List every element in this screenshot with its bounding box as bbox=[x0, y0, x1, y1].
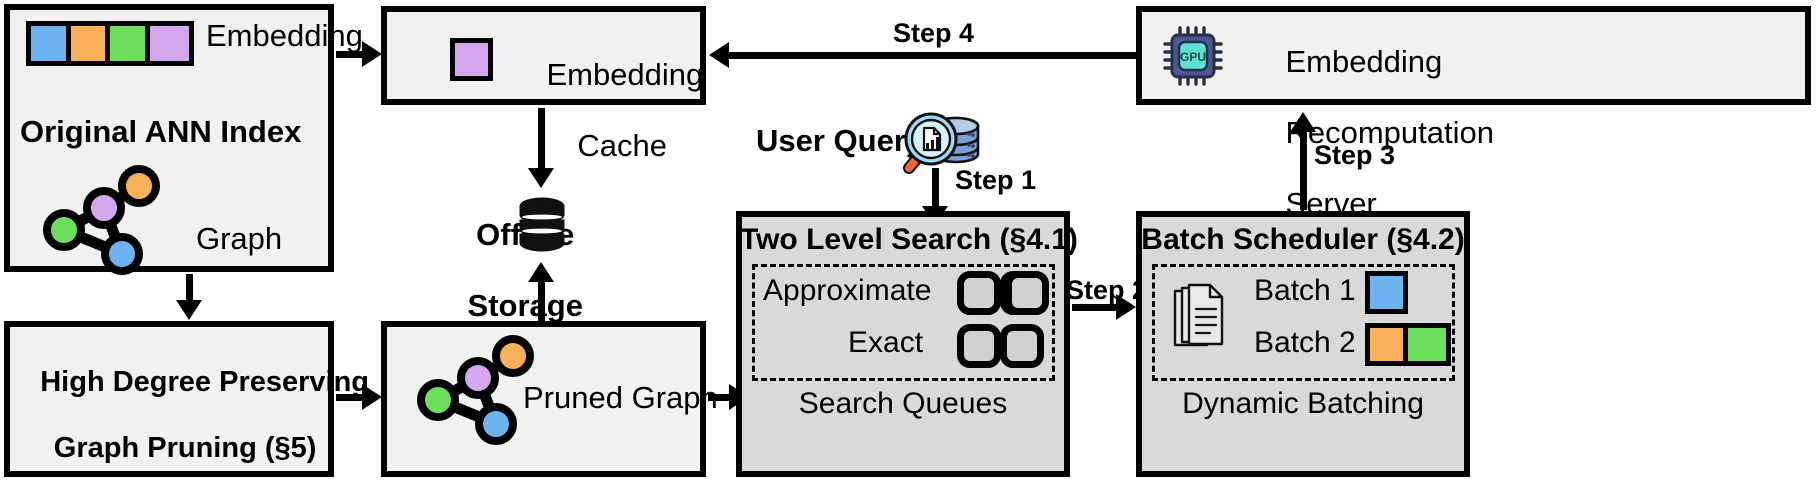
graph-pruning-line2: Graph Pruning (§5) bbox=[53, 432, 317, 465]
embedding-swatch-orange bbox=[70, 26, 111, 61]
offline-storage-line2: Storage bbox=[467, 287, 583, 323]
embedding-cache-box bbox=[381, 6, 706, 105]
graph-pruning-label: High Degree Preserving Graph Pruning (§5… bbox=[8, 333, 369, 481]
search-queues-panel bbox=[752, 264, 1055, 381]
two-level-search-box bbox=[736, 211, 1070, 477]
embedding-label: Embedding bbox=[206, 18, 363, 53]
documents-icon bbox=[1172, 283, 1228, 353]
arrow-index-to-pruning-head bbox=[176, 300, 202, 320]
arrow-pruned-to-storage-line bbox=[538, 282, 545, 322]
search-queues-footer: Search Queues bbox=[798, 387, 1008, 420]
query-database-icon bbox=[903, 104, 987, 176]
embedding-cache-swatch bbox=[450, 38, 493, 81]
batch-2-swatch-orange bbox=[1370, 328, 1409, 361]
arrow-cache-to-storage-head bbox=[528, 168, 554, 188]
gpu-chip-icon: GPU bbox=[1163, 26, 1225, 86]
embedding-cache-line1: Embedding bbox=[546, 57, 704, 93]
arrow-index-to-cache-head bbox=[362, 41, 382, 67]
batch-2-label: Batch 2 bbox=[1254, 326, 1356, 359]
user-query-label: User Query bbox=[756, 123, 924, 158]
step3-label: Step 3 bbox=[1314, 140, 1396, 170]
graph-label: Graph bbox=[196, 221, 283, 256]
dynamic-batching-footer: Dynamic Batching bbox=[1182, 387, 1424, 420]
exact-queue-slot-2 bbox=[1000, 324, 1044, 368]
recomputation-server-line2: Recomputation bbox=[1285, 114, 1494, 150]
arrow-step4-head bbox=[709, 42, 729, 68]
approximate-queue-slot-1 bbox=[957, 271, 1001, 315]
arrow-pruning-to-pruned-head bbox=[362, 384, 382, 410]
step2-label: Step 2 bbox=[1066, 275, 1148, 305]
batch-1-label: Batch 1 bbox=[1254, 274, 1356, 307]
arrow-step2-line bbox=[1072, 304, 1120, 311]
approximate-label: Approximate bbox=[763, 274, 932, 307]
graph-pruning-box bbox=[4, 321, 334, 477]
embedding-swatch-green bbox=[110, 26, 150, 61]
pruned-graph-label: Pruned Graph bbox=[523, 380, 718, 415]
embedding-cache-line2: Cache bbox=[577, 127, 668, 163]
step4-label: Step 4 bbox=[893, 18, 975, 48]
approximate-queue-slot-3 bbox=[1005, 271, 1049, 315]
arrow-step1-line bbox=[932, 168, 939, 208]
dynamic-batching-panel bbox=[1152, 264, 1455, 381]
pruned-graph-icon bbox=[408, 335, 538, 456]
embedding-cache-label: Embedding Cache bbox=[512, 22, 703, 199]
batch-2-swatch-green bbox=[1408, 328, 1446, 361]
arrow-step2-head bbox=[1116, 294, 1136, 320]
recomputation-server-box bbox=[1136, 6, 1811, 105]
arrow-cache-to-storage-line bbox=[538, 108, 545, 170]
svg-text:GPU: GPU bbox=[1180, 50, 1206, 64]
batch-scheduler-title: Batch Scheduler (§4.2) bbox=[1141, 223, 1465, 256]
arrow-step3-head bbox=[1290, 112, 1316, 132]
embedding-swatch-strip bbox=[26, 21, 194, 66]
original-ann-index-title: Original ANN Index bbox=[20, 114, 302, 149]
arrow-pruning-to-pruned-line bbox=[336, 394, 364, 401]
batch-2-swatch-strip bbox=[1365, 323, 1451, 366]
recomputation-server-line1: Embedding bbox=[1285, 44, 1443, 80]
arrow-index-to-cache-line bbox=[336, 51, 364, 58]
recomputation-server-label: Embedding Recomputation Server bbox=[1251, 9, 1494, 256]
exact-queue-slot-1 bbox=[957, 324, 1001, 368]
graph-pruning-line1: High Degree Preserving bbox=[40, 366, 370, 399]
database-icon bbox=[516, 195, 568, 255]
embedding-swatch-blue bbox=[31, 26, 71, 61]
arrow-pruned-to-search-line bbox=[708, 394, 733, 401]
exact-label: Exact bbox=[848, 326, 924, 359]
arrow-step4-line bbox=[729, 52, 1136, 59]
arrow-step3-line bbox=[1300, 132, 1307, 210]
arrow-index-to-pruning-line bbox=[186, 274, 193, 302]
two-level-search-title: Two Level Search (§4.1) bbox=[740, 223, 1078, 256]
batch-1-swatch-blue bbox=[1365, 271, 1408, 314]
step1-label: Step 1 bbox=[955, 165, 1037, 195]
original-graph-icon bbox=[34, 165, 164, 275]
arrow-pruned-to-storage-head bbox=[528, 262, 554, 282]
embedding-swatch-purple bbox=[149, 26, 189, 61]
